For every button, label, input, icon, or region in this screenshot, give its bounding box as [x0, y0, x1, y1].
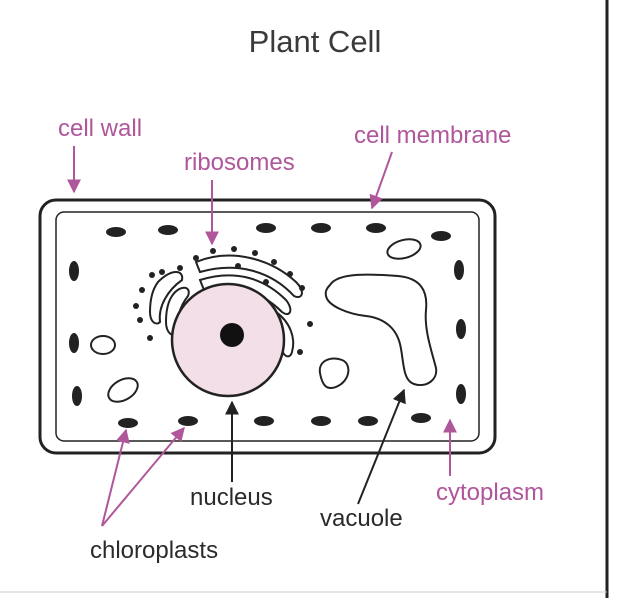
chloroplast	[69, 261, 79, 281]
label-cell-wall: cell wall	[58, 115, 142, 142]
vesicle	[91, 336, 115, 354]
label-cell-membrane: cell membrane	[354, 122, 511, 149]
label-vacuole: vacuole	[320, 505, 403, 532]
chloroplast	[311, 223, 331, 233]
chloroplast	[311, 416, 331, 426]
label-nucleus: nucleus	[190, 484, 273, 511]
chloroplast	[456, 384, 466, 404]
chloroplast	[118, 418, 138, 428]
chloroplast	[72, 386, 82, 406]
chloroplast	[366, 223, 386, 233]
chloroplast	[358, 416, 378, 426]
chloroplast	[454, 260, 464, 280]
chloroplast	[431, 231, 451, 241]
label-chloroplasts: chloroplasts	[90, 537, 218, 564]
label-cytoplasm: cytoplasm	[436, 479, 544, 506]
chloroplast	[158, 225, 178, 235]
chloroplast	[456, 319, 466, 339]
chloroplast	[256, 223, 276, 233]
chloroplast	[411, 413, 431, 423]
nucleolus	[220, 323, 244, 347]
chloroplast	[254, 416, 274, 426]
diagram-title: Plant Cell	[249, 24, 382, 59]
label-ribosomes: ribosomes	[184, 149, 295, 176]
chloroplast	[178, 416, 198, 426]
chloroplast	[106, 227, 126, 237]
chloroplast	[69, 333, 79, 353]
